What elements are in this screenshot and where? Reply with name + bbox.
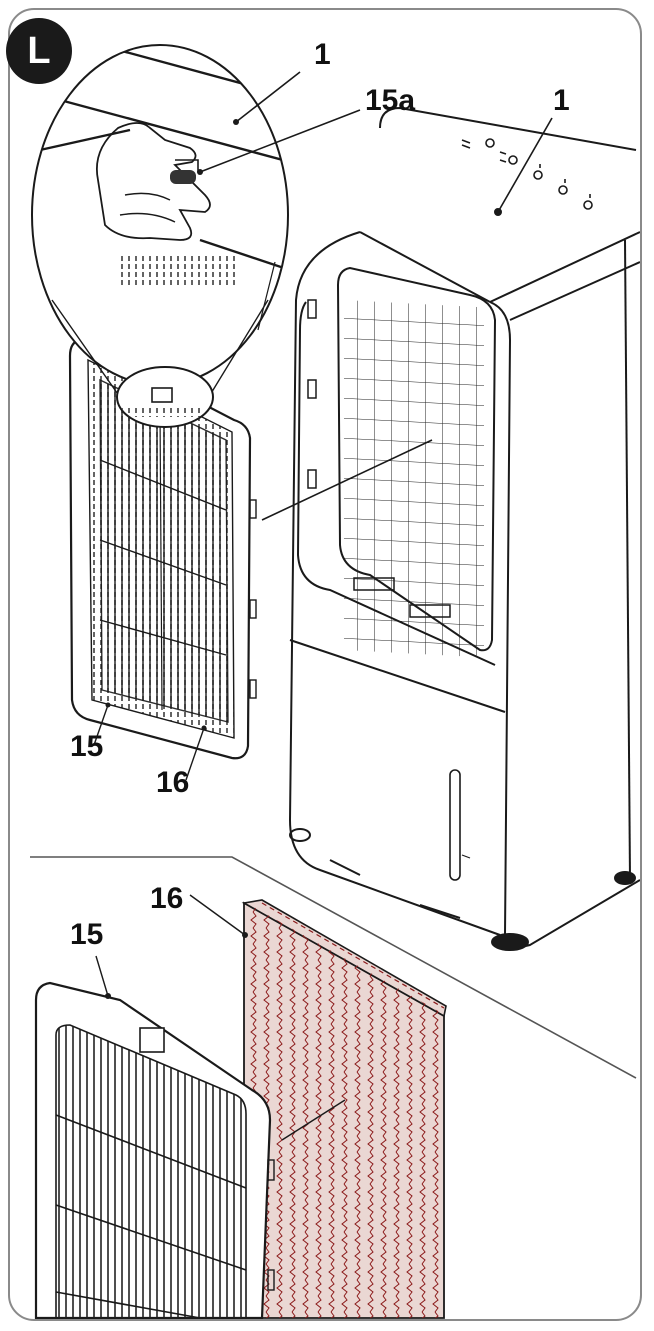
- callout-15-upper: 15: [70, 730, 104, 763]
- section-divider: [30, 856, 637, 1079]
- filter-frame-lower: [34, 981, 275, 1319]
- caster-wheel: [289, 828, 311, 842]
- callout-15a: 15a: [365, 84, 416, 117]
- hand-illustration: [96, 122, 211, 241]
- callout-1-magnifier: 1: [314, 38, 331, 71]
- step-badge: L: [6, 18, 72, 84]
- air-cooler-unit: [288, 106, 640, 951]
- unit-front-face: [288, 231, 501, 936]
- callout-1-unit: 1: [553, 84, 570, 117]
- callout-16-upper: 16: [156, 766, 190, 799]
- callout-16-lower: 16: [150, 882, 184, 915]
- latch-detail-circle: [116, 366, 214, 428]
- callout-15-lower: 15: [70, 918, 104, 951]
- filter-pad-lower: [241, 899, 447, 1319]
- filter-frame-upper: [68, 338, 257, 760]
- control-panel: [461, 138, 593, 210]
- unit-top-panel: [379, 106, 637, 151]
- water-level-gauge: [449, 769, 461, 881]
- detail-magnifier: [31, 44, 361, 428]
